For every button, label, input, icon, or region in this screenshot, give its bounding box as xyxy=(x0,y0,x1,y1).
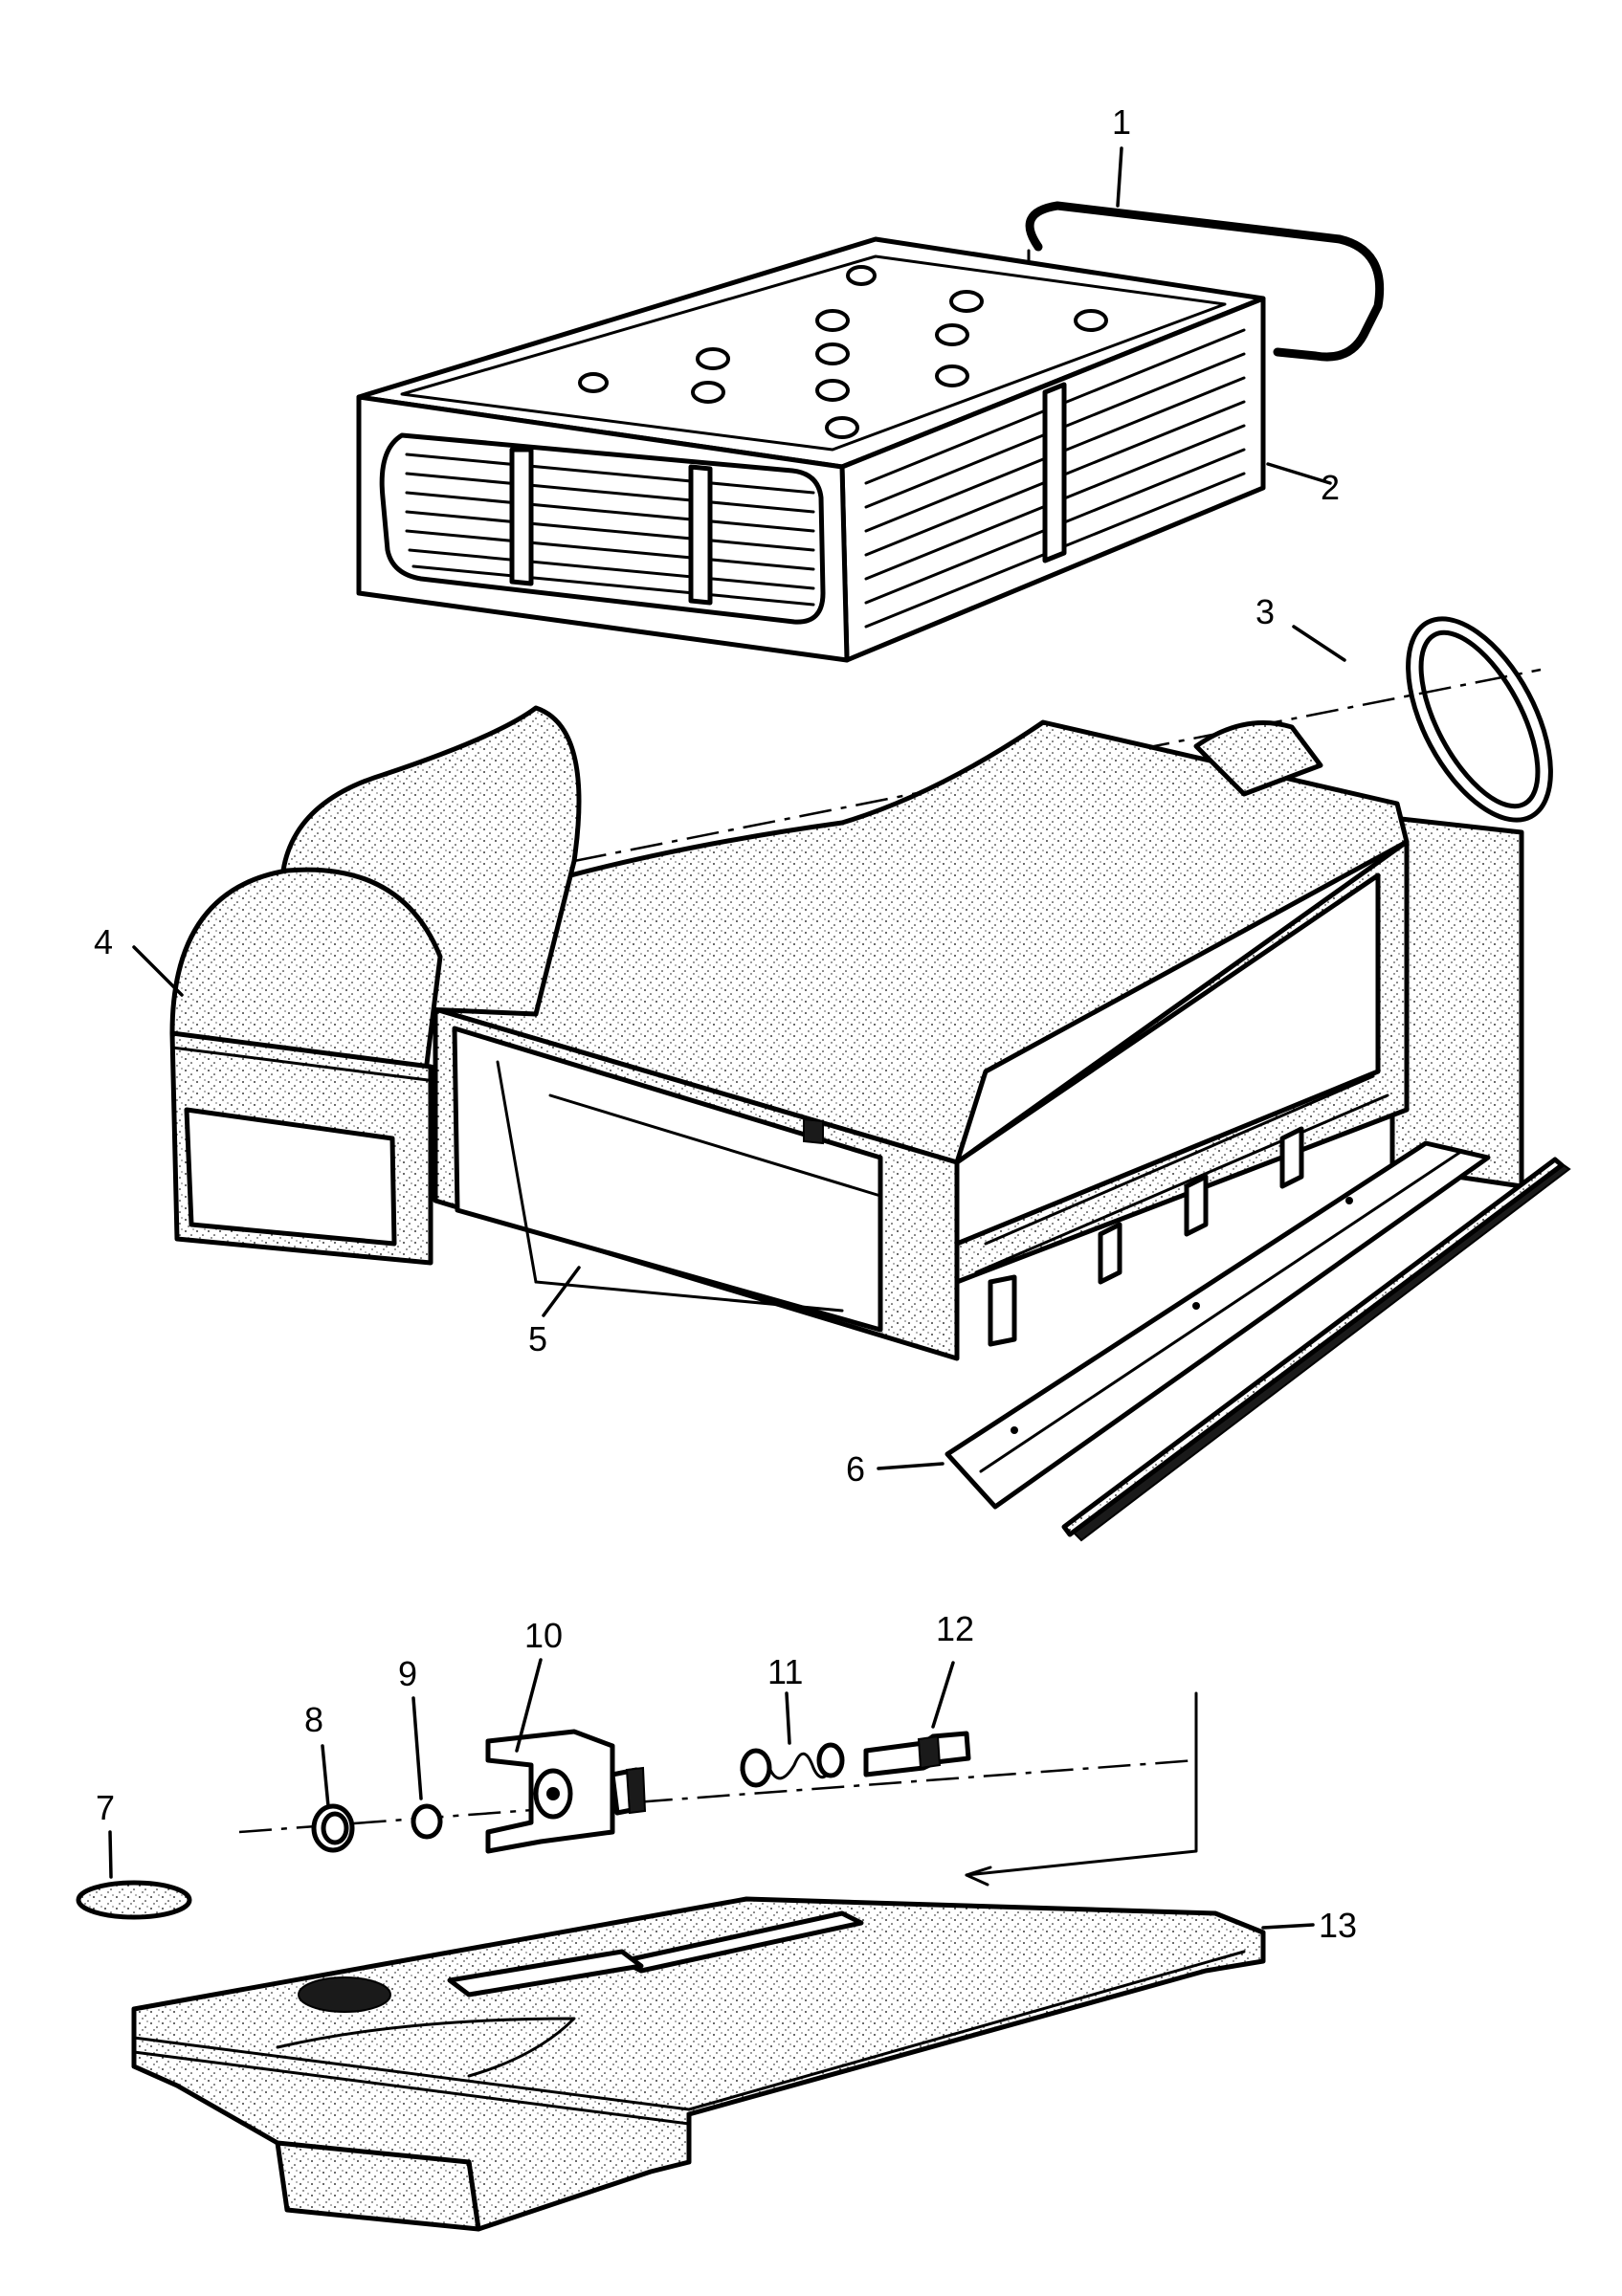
callout-9: 9 xyxy=(398,1654,417,1693)
callout-2: 2 xyxy=(1321,468,1340,507)
duct-housing-part-5 xyxy=(433,719,1524,1361)
heat-exchanger-part-2 xyxy=(356,236,1266,663)
pin-part-12 xyxy=(863,1731,971,1777)
callout-1: 1 xyxy=(1112,102,1131,142)
cover-plate-part-6 xyxy=(944,1140,1491,1510)
bracket-part-10 xyxy=(485,1729,647,1854)
callout-8: 8 xyxy=(304,1700,323,1739)
spring-part-11 xyxy=(740,1742,845,1788)
strip-part-6 xyxy=(1061,1157,1571,1542)
callout-12: 12 xyxy=(936,1609,974,1648)
leader-lines xyxy=(108,146,1346,1930)
callout-13: 13 xyxy=(1319,1906,1357,1945)
blower-housing-part-4 xyxy=(169,705,582,1266)
callout-10: 10 xyxy=(524,1616,563,1655)
ring-seal-part-3 xyxy=(1406,616,1553,823)
callout-5: 5 xyxy=(528,1319,547,1358)
washer-part-9 xyxy=(411,1803,443,1840)
o-ring-part-8 xyxy=(311,1803,355,1853)
cap-part-7 xyxy=(76,1880,192,1920)
callout-3: 3 xyxy=(1255,592,1275,631)
callout-11: 11 xyxy=(767,1652,803,1691)
callout-6: 6 xyxy=(846,1449,865,1489)
base-tray-part-13 xyxy=(131,1896,1266,2232)
callout-7: 7 xyxy=(96,1788,115,1827)
callout-4: 4 xyxy=(94,922,113,961)
